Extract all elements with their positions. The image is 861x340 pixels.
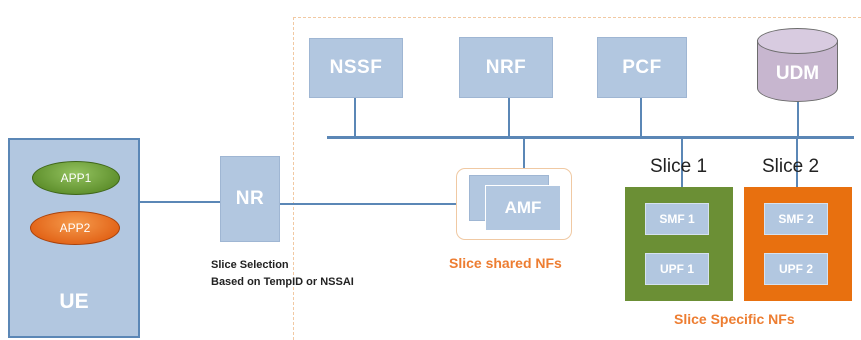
- nssf-label: NSSF: [329, 57, 383, 78]
- ue-nr-link: [140, 201, 220, 203]
- nrf-connector: [508, 98, 510, 137]
- amf-connector: [523, 137, 525, 171]
- pcf-label: PCF: [622, 56, 662, 78]
- slice2-connector: [796, 137, 798, 187]
- nrf-box: NRF: [459, 37, 553, 98]
- udm-label: UDM: [775, 63, 820, 84]
- amf-label: AMF: [504, 198, 542, 217]
- upf2-box: UPF 2: [764, 253, 828, 285]
- slice1-title: Slice 1: [650, 156, 708, 177]
- app1-label: APP1: [60, 171, 92, 185]
- smf1-label: SMF 1: [659, 212, 695, 226]
- app2-oval: APP2: [30, 211, 120, 245]
- smf1-box: SMF 1: [645, 203, 709, 235]
- udm-connector: [797, 100, 799, 137]
- nr-caption-line1: Slice Selection: [211, 259, 289, 271]
- upf1-label: UPF 1: [659, 262, 694, 276]
- upf2-label: UPF 2: [778, 262, 813, 276]
- slice1-connector: [681, 137, 683, 187]
- nr-label: NR: [235, 188, 265, 209]
- amf-box: AMF: [485, 185, 561, 231]
- core-network-boundary: [293, 17, 861, 340]
- service-bus-line: [327, 136, 854, 139]
- nrf-label: NRF: [485, 56, 527, 78]
- nr-amf-link: [280, 203, 460, 205]
- nssf-box: NSSF: [309, 38, 403, 98]
- pcf-connector: [640, 98, 642, 137]
- nssf-connector: [354, 98, 356, 137]
- app2-label: APP2: [59, 221, 91, 235]
- slice-shared-caption: Slice shared NFs: [449, 255, 562, 271]
- nr-box: NR: [220, 156, 280, 242]
- udm-cylinder-top: [757, 28, 838, 54]
- smf2-box: SMF 2: [764, 203, 828, 235]
- slice2-title: Slice 2: [762, 156, 820, 177]
- slice-specific-caption: Slice Specific NFs: [674, 311, 795, 327]
- ue-label: UE: [59, 290, 89, 313]
- pcf-box: PCF: [597, 37, 687, 98]
- nr-caption-line2: Based on TempID or NSSAI: [211, 276, 354, 288]
- smf2-label: SMF 2: [778, 212, 814, 226]
- app1-oval: APP1: [32, 161, 120, 195]
- upf1-box: UPF 1: [645, 253, 709, 285]
